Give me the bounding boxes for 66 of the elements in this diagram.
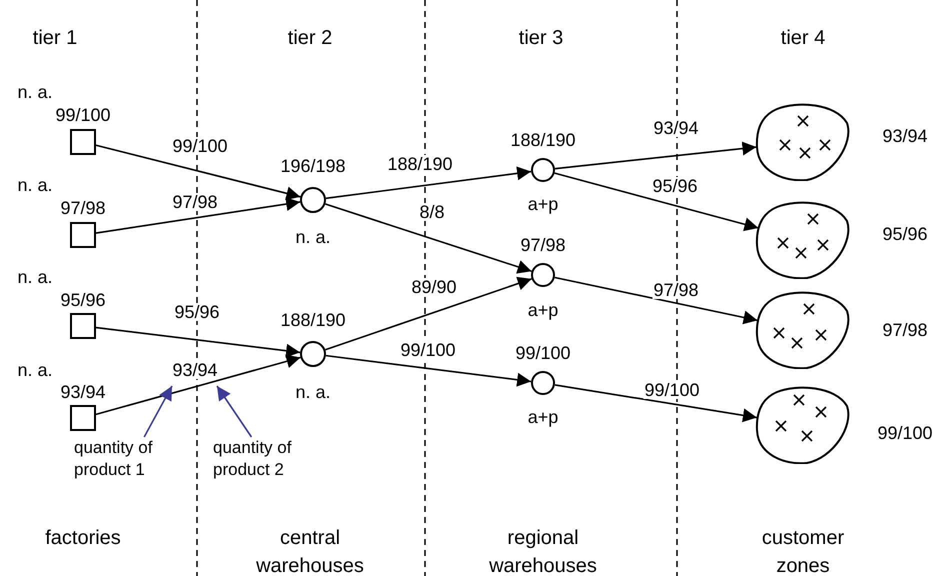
edge-label: 8/8: [418, 203, 446, 221]
edge-label: 95/96: [651, 177, 699, 195]
factory-square: [70, 222, 96, 248]
node-label: 99/100: [877, 424, 933, 442]
customer-zone-drawing: [755, 386, 851, 464]
edge-label: 99/100: [643, 381, 701, 399]
node-label: n. a.: [17, 83, 53, 101]
arrow: [96, 354, 301, 416]
tier-caption: factories: [44, 526, 122, 551]
node-label: a+p: [528, 408, 558, 426]
node-label: 95/96: [882, 225, 928, 243]
annotation-text: quantity of product 1: [74, 437, 186, 489]
node-label: 99/100: [55, 106, 111, 124]
node-label: 196/198: [280, 157, 346, 175]
node-label: 188/190: [510, 131, 576, 149]
edge-label: 93/94: [171, 361, 219, 379]
node-label: a+p: [528, 301, 558, 319]
arrow: [554, 384, 758, 422]
tier-caption: regional warehouses: [488, 526, 598, 576]
arrow: [325, 203, 532, 274]
edge-label: 99/100: [171, 137, 229, 155]
edge-label: 95/96: [173, 303, 221, 321]
node-label: n. a.: [295, 383, 331, 401]
edge-label: 99/100: [399, 341, 457, 359]
node-label: 93/94: [60, 383, 106, 401]
arrow: [143, 386, 173, 438]
tier-caption: central warehouses: [255, 526, 365, 576]
tier-heading: tier 2: [286, 26, 334, 51]
arrow: [96, 326, 300, 358]
tier-heading: tier 1: [32, 26, 78, 51]
edge-label: 97/98: [652, 281, 700, 299]
node-label: n. a.: [17, 268, 53, 286]
customer-zone-drawing: [755, 291, 851, 369]
factory-square: [70, 313, 96, 339]
arrow: [326, 354, 532, 387]
edge-label: 89/90: [410, 278, 458, 296]
node-label: 97/98: [520, 236, 566, 254]
customer-zone-drawing: [755, 201, 851, 279]
arrow: [325, 276, 532, 351]
arrow: [554, 276, 758, 324]
node-label: 188/190: [280, 311, 346, 329]
factory-square: [70, 405, 96, 431]
node-label: 93/94: [882, 127, 928, 145]
arrow: [554, 172, 759, 232]
tier-heading: tier 4: [780, 26, 826, 51]
node-label: n. a.: [17, 361, 53, 379]
arrow: [216, 386, 252, 438]
node-label: 97/98: [60, 199, 106, 217]
node-label: a+p: [528, 195, 558, 213]
node-label: n. a.: [295, 228, 331, 246]
arrow: [326, 166, 532, 200]
arrow: [96, 144, 301, 200]
edge-label: 93/94: [652, 119, 700, 137]
node-label: n. a.: [17, 176, 53, 194]
edge-label: 97/98: [171, 193, 219, 211]
edge-label: 188/190: [386, 155, 454, 173]
tier-heading: tier 3: [518, 26, 564, 51]
node-label: 99/100: [515, 344, 571, 362]
tier-caption: customer zones: [760, 526, 846, 576]
arrow: [554, 142, 756, 170]
customer-zone-drawing: [755, 103, 851, 181]
arrow: [96, 197, 300, 234]
node-label: 97/98: [882, 321, 928, 339]
node-label: 95/96: [60, 291, 106, 309]
annotation-text: quantity of product 2: [213, 437, 325, 489]
factory-square: [70, 129, 96, 155]
